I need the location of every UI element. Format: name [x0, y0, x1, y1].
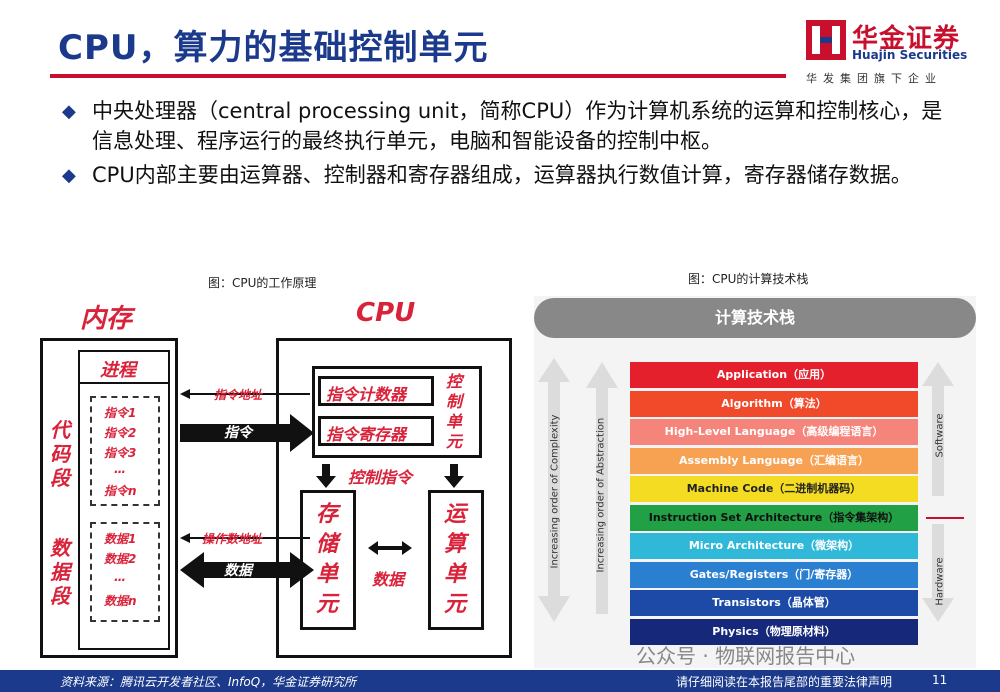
- program-counter-label: 指令计数器: [326, 385, 407, 404]
- cpu-heading: CPU: [356, 298, 416, 328]
- data-list: [90, 522, 160, 622]
- instruction-item: 指令2: [104, 426, 137, 440]
- data-item: 数据1: [104, 532, 137, 546]
- stack-layer: Transistors（晶体管）: [630, 590, 918, 616]
- stack-layer: Instruction Set Architecture（指令集架构）: [630, 504, 918, 531]
- memory-heading: 内存: [80, 304, 133, 334]
- page-title: CPU，算力的基础控制单元: [58, 28, 489, 68]
- instruction-register-label: 指令寄存器: [326, 425, 407, 444]
- process-label: 进程: [100, 360, 136, 381]
- logo-mark-icon: [806, 20, 846, 60]
- instruction-address-label: 指令地址: [214, 388, 263, 402]
- storage-unit-box: [300, 490, 356, 630]
- control-unit-label: 控制单元: [446, 372, 463, 451]
- bullet-text: 中央处理器（central processing unit，简称CPU）作为计算…: [92, 99, 943, 153]
- stack-layer: Application（应用）: [630, 362, 918, 388]
- hardware-label: Hardware: [934, 557, 946, 606]
- diamond-icon: ◆: [62, 165, 76, 186]
- program-counter-box: [318, 376, 434, 406]
- footer-bar: 资料来源：腾讯云开发者社区、InfoQ，华金证券研究所 请仔细阅读在本报告尾部的…: [0, 670, 1000, 692]
- arrows-layer: [180, 389, 464, 588]
- bullet-list: ◆ 中央处理器（central processing unit，简称CPU）作为…: [62, 96, 952, 195]
- data-middle-label: 数据: [372, 570, 405, 589]
- page-number: 11: [932, 673, 948, 687]
- bullet-item: ◆ 中央处理器（central processing unit，简称CPU）作为…: [62, 96, 952, 156]
- data-item: …: [114, 570, 126, 584]
- data-arrow-label: 数据: [224, 563, 252, 579]
- code-segment-label: 代码段: [50, 418, 70, 490]
- logo: 华金证券 Huajin Securities 华发集团旗下企业: [806, 14, 992, 86]
- complexity-label: Increasing order of Complexity: [549, 414, 561, 569]
- title-rule: [50, 74, 786, 78]
- data-item: 数据2: [104, 552, 137, 566]
- instruction-label: 指令: [224, 425, 252, 441]
- logo-en: Huajin Securities: [852, 48, 968, 62]
- instruction-item: …: [114, 462, 126, 476]
- right-figure-caption: 图：CPU的计算技术栈: [688, 272, 809, 286]
- cpu-box: [276, 338, 512, 658]
- control-instruction-label: 控制指令: [348, 468, 413, 487]
- software-label: Software: [934, 413, 946, 458]
- side-arrows: [538, 358, 964, 622]
- stack-layer: Gates/Registers（门/寄存器）: [630, 561, 918, 588]
- bullet-text: CPU内部主要由运算器、控制器和寄存器组成，运算器执行数值计算，寄存器储存数据。: [92, 163, 912, 187]
- logo-sub: 华发集团旗下企业: [806, 72, 942, 85]
- stack-layer: High-Level Language（高级编程语言）: [630, 419, 918, 445]
- data-segment-label: 数据段: [50, 536, 70, 608]
- stack-layer: Assembly Language（汇编语言）: [630, 447, 918, 474]
- operand-address-label: 操作数地址: [202, 532, 263, 546]
- footer-source: 资料来源：腾讯云开发者社区、InfoQ，华金证券研究所: [60, 675, 357, 689]
- cpu-working-diagram: 内存 CPU 代码段 数据段 进程 指令1 指令2 指令3 … 指令n 数据1 …: [38, 296, 518, 666]
- instruction-item: 指令1: [104, 406, 137, 420]
- process-divider: [80, 382, 168, 384]
- abstraction-label: Increasing order of Abstraction: [595, 417, 607, 573]
- control-unit-box: [312, 366, 482, 458]
- logo-cn: 华金证券: [852, 24, 961, 54]
- stack-banner: 计算技术栈: [534, 298, 976, 338]
- compute-stack-diagram: 计算技术栈 Application（应用）Algorithm（算法）High-L…: [534, 296, 976, 668]
- stack-layer: Machine Code（二进制机器码）: [630, 476, 918, 502]
- alu-box: [428, 490, 484, 630]
- diamond-icon: ◆: [62, 101, 76, 122]
- instruction-register-box: [318, 416, 434, 446]
- storage-unit-label: 存储单元: [316, 502, 339, 617]
- footer-legal: 请仔细阅读在本报告尾部的重要法律声明: [676, 675, 893, 689]
- stack-layer: Micro Architecture（微架构）: [630, 533, 918, 559]
- bullet-item: ◆ CPU内部主要由运算器、控制器和寄存器组成，运算器执行数值计算，寄存器储存数…: [62, 160, 952, 191]
- left-figure-caption: 图：CPU的工作原理: [208, 276, 317, 290]
- instruction-list: [90, 396, 160, 506]
- memory-box: [40, 338, 178, 658]
- process-box: [78, 350, 170, 650]
- alu-label: 运算单元: [444, 502, 467, 617]
- data-item: 数据n: [104, 594, 137, 608]
- instruction-item: 指令n: [104, 484, 137, 498]
- watermark: 公众号 · 物联网报告中心: [636, 644, 856, 668]
- instruction-item: 指令3: [104, 446, 137, 460]
- stack-layer: Algorithm（算法）: [630, 390, 918, 417]
- stack-layer: Physics（物理原材料）: [630, 618, 918, 645]
